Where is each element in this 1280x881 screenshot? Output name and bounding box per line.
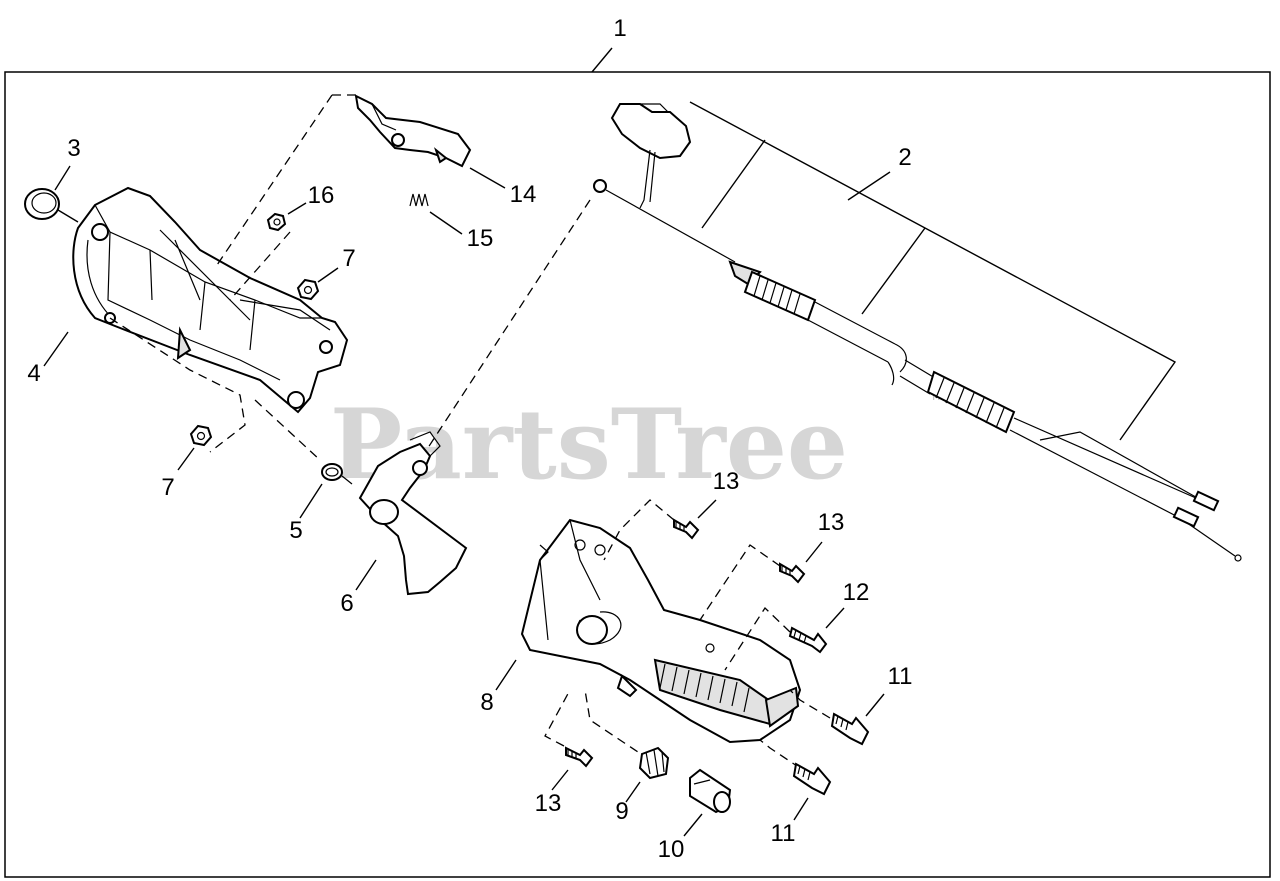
part-nut-7-upper[interactable] <box>296 267 339 301</box>
assembly-lines-right <box>544 499 831 769</box>
part-spring-15[interactable] <box>409 193 463 235</box>
callout-c11b: 11 <box>771 820 796 847</box>
callout-c16: 16 <box>308 182 335 209</box>
part-screw-11-a[interactable] <box>830 693 885 746</box>
bracket-part-2 <box>689 101 1177 441</box>
callout-c8: 8 <box>480 689 493 716</box>
callout-c13a: 13 <box>713 468 740 495</box>
callout-c5: 5 <box>289 517 302 544</box>
callout-c12: 12 <box>843 579 870 606</box>
callout-c3: 3 <box>67 135 80 162</box>
part-spring-9[interactable] <box>625 746 670 803</box>
part-cap-3[interactable] <box>24 165 79 223</box>
callout-c7a: 7 <box>342 245 355 272</box>
part-lever-14[interactable] <box>354 94 506 189</box>
part-screw-12[interactable] <box>788 607 845 654</box>
callout-c10: 10 <box>658 836 685 863</box>
callout-c14: 14 <box>510 181 537 208</box>
callout-c13b: 13 <box>818 509 845 536</box>
callout-c7b: 7 <box>161 474 174 501</box>
callout-c15: 15 <box>467 225 494 252</box>
part-cable-2[interactable] <box>593 103 1242 562</box>
callout-c13c: 13 <box>535 790 562 817</box>
callout-c2: 2 <box>898 144 911 171</box>
assembly-lines-left <box>109 94 591 461</box>
callout-c6: 6 <box>340 590 353 617</box>
leader-1 <box>591 47 613 73</box>
callout-c1: 1 <box>613 15 626 42</box>
part-screw-13-c[interactable] <box>551 746 594 791</box>
callout-c4: 4 <box>27 360 40 387</box>
part-handle-8[interactable] <box>495 518 802 744</box>
callout-c11a: 11 <box>888 663 913 690</box>
part-screw-13-a[interactable] <box>673 499 717 540</box>
part-nut-16[interactable] <box>266 202 307 232</box>
part-nut-7-lower[interactable] <box>177 424 213 471</box>
diagram-frame <box>4 71 1271 878</box>
part-spring-5[interactable] <box>299 463 353 519</box>
part-trigger-6[interactable] <box>355 431 468 596</box>
leader-4 <box>43 331 69 367</box>
callout-c9: 9 <box>615 798 628 825</box>
part-screw-11-b[interactable] <box>792 762 832 821</box>
part-screw-13-b[interactable] <box>779 541 823 584</box>
part-housing-4[interactable] <box>72 186 349 414</box>
part-pin-10[interactable] <box>683 768 732 837</box>
